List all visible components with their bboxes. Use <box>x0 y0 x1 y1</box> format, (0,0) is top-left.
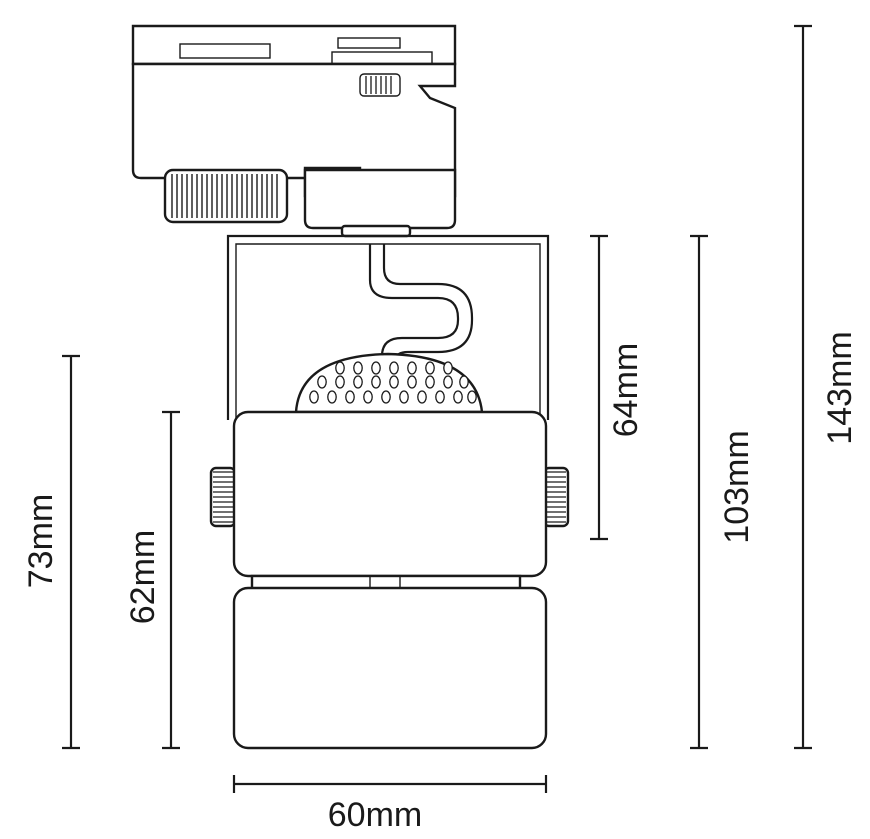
dome-vent-hole <box>407 375 417 389</box>
dome-vent-hole <box>389 375 399 389</box>
u-bracket <box>226 234 550 420</box>
dome-vent-hole <box>371 361 381 375</box>
heat-sink-dome <box>294 352 484 414</box>
dome-vent-hole <box>467 390 477 404</box>
dome-vent-hole <box>309 390 319 404</box>
lamp-head <box>209 410 570 750</box>
dome-vent-hole <box>443 375 453 389</box>
dome-vent-hole <box>425 375 435 389</box>
dome-vent-hole <box>381 390 391 404</box>
dome-vent-hole <box>317 375 327 389</box>
power-cable <box>368 244 474 361</box>
dome-vent-hole <box>443 361 453 375</box>
dimension-lines <box>62 24 812 793</box>
dim-label-64mm: 64mm <box>607 343 645 437</box>
dome-vent-hole <box>371 375 381 389</box>
dome-vent-hole <box>335 375 345 389</box>
track-adapter <box>131 24 457 238</box>
dome-vent-hole <box>407 361 417 375</box>
dim-label-60mm: 60mm <box>328 796 422 834</box>
dome-vent-hole <box>389 361 399 375</box>
dim-label-62mm: 62mm <box>124 530 162 624</box>
dome-vent-hole <box>363 390 373 404</box>
dome-vent-hole <box>417 390 427 404</box>
dome-vent-hole <box>425 361 435 375</box>
dome-vent-hole <box>453 390 463 404</box>
dome-vent-hole <box>459 375 469 389</box>
dim-label-143mm: 143mm <box>821 331 859 444</box>
dim-label-73mm: 73mm <box>22 494 60 588</box>
dome-vent-hole <box>335 361 345 375</box>
dome-vent-hole <box>399 390 409 404</box>
adapter-screw-knurl <box>365 76 392 94</box>
dome-vent-hole <box>435 390 445 404</box>
dim-label-103mm: 103mm <box>718 430 756 543</box>
dome-vent-hole <box>345 390 355 404</box>
dome-vent-hole <box>327 390 337 404</box>
knob-knurl <box>171 174 278 218</box>
dome-vent-hole <box>353 361 363 375</box>
dome-vent-hole <box>353 375 363 389</box>
